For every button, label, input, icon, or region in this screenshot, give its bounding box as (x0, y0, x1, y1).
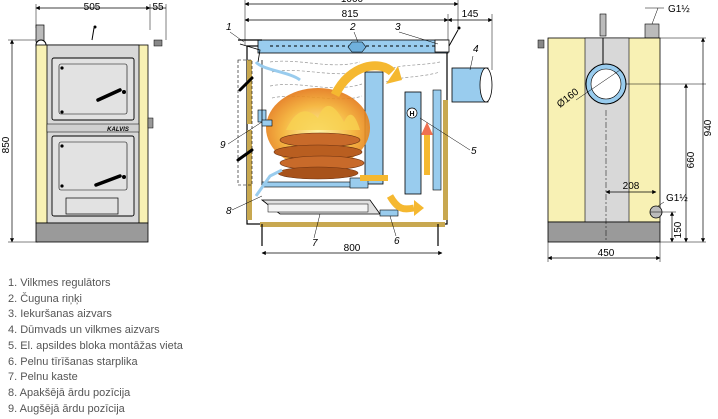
callout-7: 7 (312, 238, 318, 249)
callout-4: 4 (473, 44, 479, 55)
callout-3: 3 (395, 22, 401, 33)
dim-right-660: 660 (686, 151, 697, 168)
svg-text:H: H (409, 111, 414, 118)
dim-mid-side: 145 (462, 9, 479, 20)
callout-6: 6 (394, 236, 400, 247)
legend-item: 7. Pelnu kaste (8, 371, 78, 384)
legend-list: 1. Vilkmes regulātors 2. Čuguna riņķi 3.… (8, 276, 183, 417)
legend-item: 4. Dūmvads un vilkmes aizvars (8, 324, 160, 337)
dim-right-bottom-pipe: G1½ (666, 193, 688, 204)
legend-item: 1. Vilkmes regulātors (8, 277, 111, 289)
firewood (273, 132, 365, 180)
legend-item: 5. El. apsildes bloka montāžas vieta (8, 339, 183, 352)
legend-item: 3. Iekuršanas aizvars (8, 308, 112, 321)
dim-mid-top: 1000 (341, 0, 364, 5)
callout-8: 8 (226, 206, 232, 217)
brand-logo: KALVIS (107, 127, 129, 133)
section-view: 1000 815 145 H (220, 0, 493, 256)
callout-2: 2 (349, 22, 356, 33)
legend-item: 9. Augšējā ārdu pozīcija (8, 402, 125, 415)
legend-item: 6. Pelnu tīrīšanas starplika (8, 355, 138, 368)
legend-item: 8. Apakšējā ārdu pozīcija (8, 386, 131, 399)
front-view: 505 55 850 KALVIS (1, 2, 167, 243)
dim-left-offset: 55 (152, 2, 164, 13)
dim-right-150: 150 (673, 221, 684, 238)
dim-right-940: 940 (703, 119, 714, 136)
dim-right-208: 208 (623, 181, 640, 192)
dim-right-top-pipe: G1½ (668, 4, 690, 15)
dim-left-width: 505 (84, 2, 101, 13)
dim-left-height: 850 (1, 136, 12, 153)
dim-right-width: 450 (598, 248, 615, 259)
callout-9: 9 (220, 140, 226, 151)
dim-mid-bottom: 800 (344, 243, 361, 254)
side-view: G1½ Ø160 940 660 208 G1½ 150 (537, 4, 714, 262)
callout-1: 1 (226, 22, 232, 33)
boiler-diagram: 505 55 850 KALVIS (1, 0, 714, 262)
legend-item: 2. Čuguna riņķi (8, 292, 82, 305)
dim-mid-inner: 815 (342, 9, 359, 20)
callout-5: 5 (471, 146, 477, 157)
